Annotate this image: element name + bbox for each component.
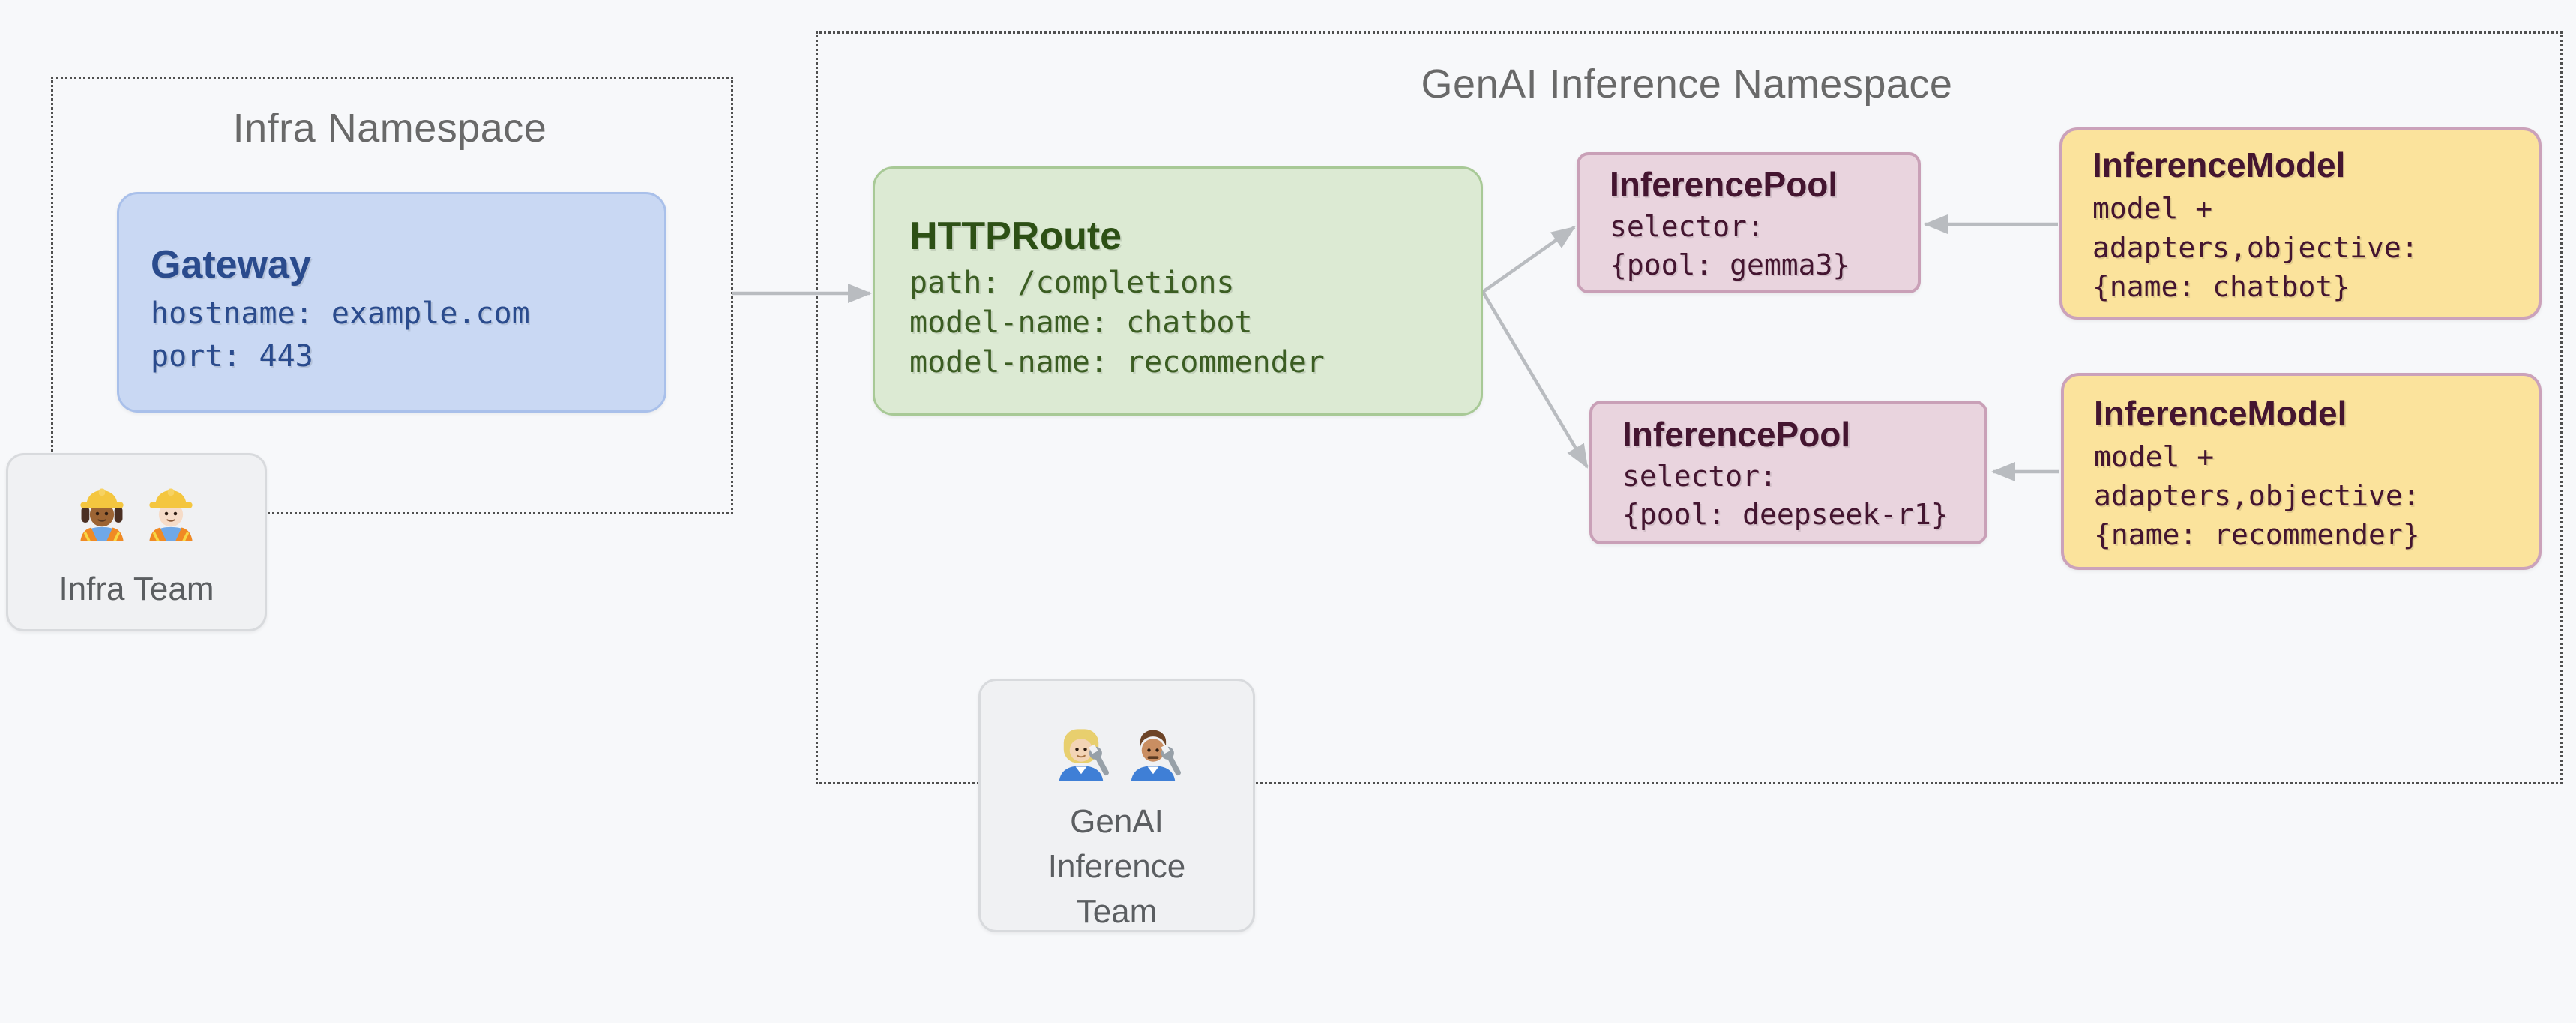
- inference-model-chatbot-line-1: model +: [2092, 192, 2213, 225]
- gateway-hostname-line: hostname: example.com: [151, 296, 530, 331]
- wrench-icon: [1160, 744, 1181, 776]
- inference-model-chatbot-line-3: {name: chatbot}: [2092, 270, 2350, 303]
- inference-pool-deepseek-pool-line: {pool: deepseek-r1}: [1622, 498, 1948, 531]
- genai-team-label-line-1: GenAI: [1070, 803, 1164, 840]
- infra-team-icons: [70, 477, 203, 542]
- gateway-port-line: port: 443: [151, 339, 313, 374]
- inference-model-chatbot-line-2: adapters,objective:: [2092, 231, 2419, 264]
- inference-pool-gemma3-pool-line: {pool: gemma3}: [1610, 248, 1850, 281]
- inference-model-recommender-title: InferenceModel: [2094, 393, 2347, 433]
- infra-namespace-title: Infra Namespace: [232, 106, 547, 151]
- inference-pool-gemma3-selector-line: selector:: [1610, 210, 1764, 243]
- genai-team-card: GenAI Inference Team: [978, 679, 1255, 932]
- httproute-model-recommender-line: model-name: recommender: [909, 344, 1325, 380]
- infra-namespace-box: [51, 76, 733, 514]
- httproute-node: HTTPRoute path: /completions model-name:…: [873, 166, 1483, 416]
- inference-model-recommender-node: InferenceModel model + adapters,objectiv…: [2061, 373, 2542, 570]
- man-mechanic-icon: [1131, 730, 1181, 782]
- genai-team-label-line-3: Team: [1076, 893, 1158, 930]
- httproute-title: HTTPRoute: [909, 214, 1122, 258]
- woman-mechanic-icon: [1059, 729, 1109, 782]
- inference-pool-deepseek-selector-line: selector:: [1622, 460, 1777, 493]
- genai-namespace-title: GenAI Inference Namespace: [1421, 62, 1953, 106]
- genai-team-label-line-2: Inference: [1047, 848, 1186, 885]
- inference-pool-deepseek-title: InferencePool: [1622, 415, 1851, 454]
- woman-construction-worker-icon: [80, 488, 124, 542]
- man-construction-worker-icon: [149, 488, 193, 542]
- httproute-model-chatbot-line: model-name: chatbot: [909, 304, 1253, 340]
- gateway-node: Gateway hostname: example.com port: 443: [117, 192, 666, 412]
- inference-model-chatbot-node: InferenceModel model + adapters,objectiv…: [2059, 128, 2542, 320]
- inference-model-chatbot-title: InferenceModel: [2092, 146, 2346, 184]
- gateway-title: Gateway: [151, 243, 311, 286]
- wrench-icon: [1088, 744, 1109, 776]
- inference-model-recommender-line-3: {name: recommender}: [2094, 518, 2420, 551]
- httproute-path-line: path: /completions: [909, 265, 1235, 300]
- infra-team-card: Infra Team: [6, 453, 267, 632]
- infra-team-label: Infra Team: [58, 571, 214, 608]
- inference-model-recommender-line-1: model +: [2094, 440, 2215, 473]
- inference-model-recommender-line-2: adapters,objective:: [2094, 478, 2420, 512]
- inference-pool-gemma3-title: InferencePool: [1610, 165, 1838, 204]
- inference-pool-gemma3-node: InferencePool selector: {pool: gemma3}: [1577, 152, 1921, 293]
- inference-pool-deepseek-node: InferencePool selector: {pool: deepseek-…: [1589, 400, 1987, 544]
- genai-team-icons: [1048, 716, 1186, 782]
- genai-namespace-box: [816, 32, 2563, 784]
